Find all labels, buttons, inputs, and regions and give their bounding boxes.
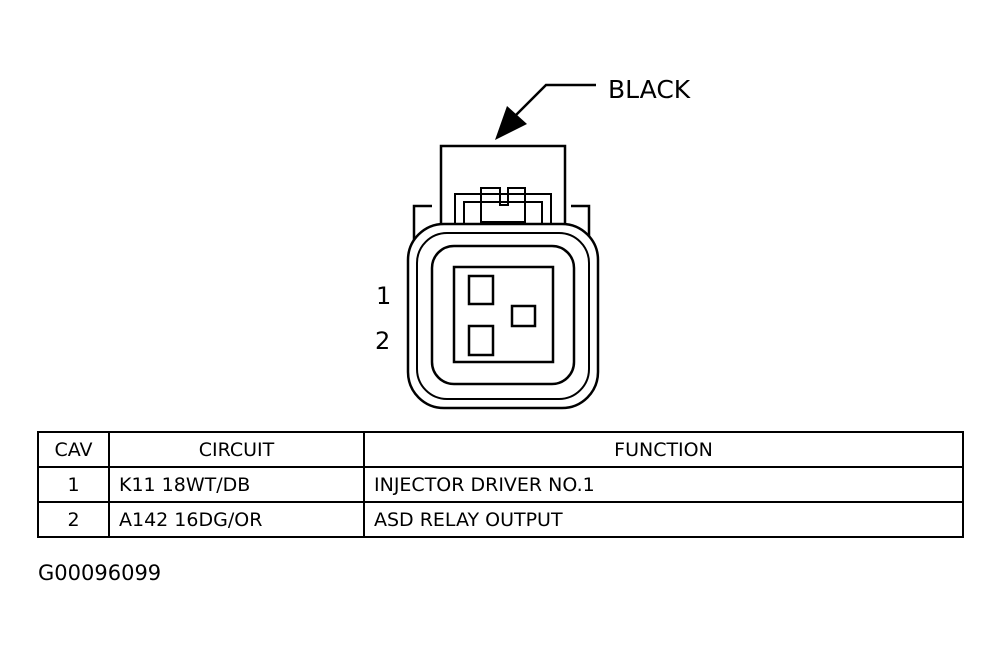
- left-side-rib: [412, 204, 432, 242]
- color-label: BLACK: [608, 75, 691, 104]
- cavity-2: [467, 324, 495, 357]
- pin-label-2: 2: [375, 327, 390, 355]
- callout-leader-line: [514, 83, 596, 117]
- table-row: 1 K11 18WT/DB INJECTOR DRIVER NO.1: [37, 466, 964, 503]
- connector-shell-outer: [406, 222, 600, 410]
- cell-circuit: A142 16DG/OR: [108, 501, 365, 538]
- header-circuit: CIRCUIT: [108, 431, 365, 468]
- table-row: 2 A142 16DG/OR ASD RELAY OUTPUT: [37, 501, 964, 538]
- connector-diagram: BLACK 1 2: [375, 75, 691, 410]
- cavity-1: [467, 274, 495, 306]
- cell-function: ASD RELAY OUTPUT: [363, 501, 964, 538]
- table-header-row: CAV CIRCUIT FUNCTION: [37, 431, 964, 468]
- connector-body: [406, 144, 600, 410]
- cavity-face: [452, 265, 555, 364]
- pinout-table: CAV CIRCUIT FUNCTION 1 K11 18WT/DB INJEC…: [37, 431, 964, 538]
- latch-key: [480, 187, 526, 223]
- connector-shell-inner: [430, 244, 576, 386]
- header-cav: CAV: [37, 431, 110, 468]
- cell-function: INJECTOR DRIVER NO.1: [363, 466, 964, 503]
- polarizing-key: [510, 304, 537, 328]
- lock-tab-inner: [454, 193, 552, 238]
- lock-tab-outer: [439, 144, 567, 238]
- figure-id: G00096099: [38, 561, 162, 585]
- right-side-rib: [571, 204, 591, 242]
- header-function: FUNCTION: [363, 431, 964, 468]
- cell-cav: 2: [37, 501, 110, 538]
- connector-shell-middle: [416, 232, 590, 400]
- callout-arrowhead: [495, 106, 527, 140]
- cell-cav: 1: [37, 466, 110, 503]
- pin-label-1: 1: [376, 282, 391, 310]
- cell-circuit: K11 18WT/DB: [108, 466, 365, 503]
